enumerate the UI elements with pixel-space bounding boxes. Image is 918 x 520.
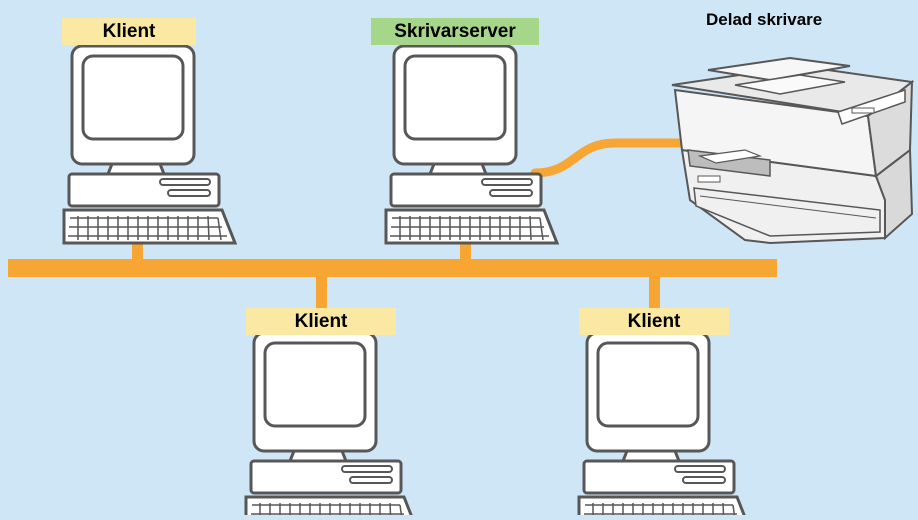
print-server-computer-icon (384, 44, 559, 245)
client-bottom-left-label: Klient (246, 308, 396, 335)
print-server-label: Skrivarserver (371, 18, 539, 45)
client-bottom-right-label: Klient (579, 308, 729, 335)
client-bottom-right-drop-line (649, 276, 660, 308)
client-bottom-left-drop-line (316, 276, 327, 308)
shared-printer-label: Delad skrivare (706, 10, 823, 29)
client-bottom-left-computer-icon (244, 331, 419, 520)
client-top-computer-icon (62, 44, 237, 245)
client-bottom-right-computer-icon (577, 331, 752, 520)
shared-printer-icon (671, 56, 915, 245)
printer-cable (530, 138, 695, 178)
client-top-label: Klient (62, 18, 196, 45)
network-backbone (8, 259, 777, 277)
